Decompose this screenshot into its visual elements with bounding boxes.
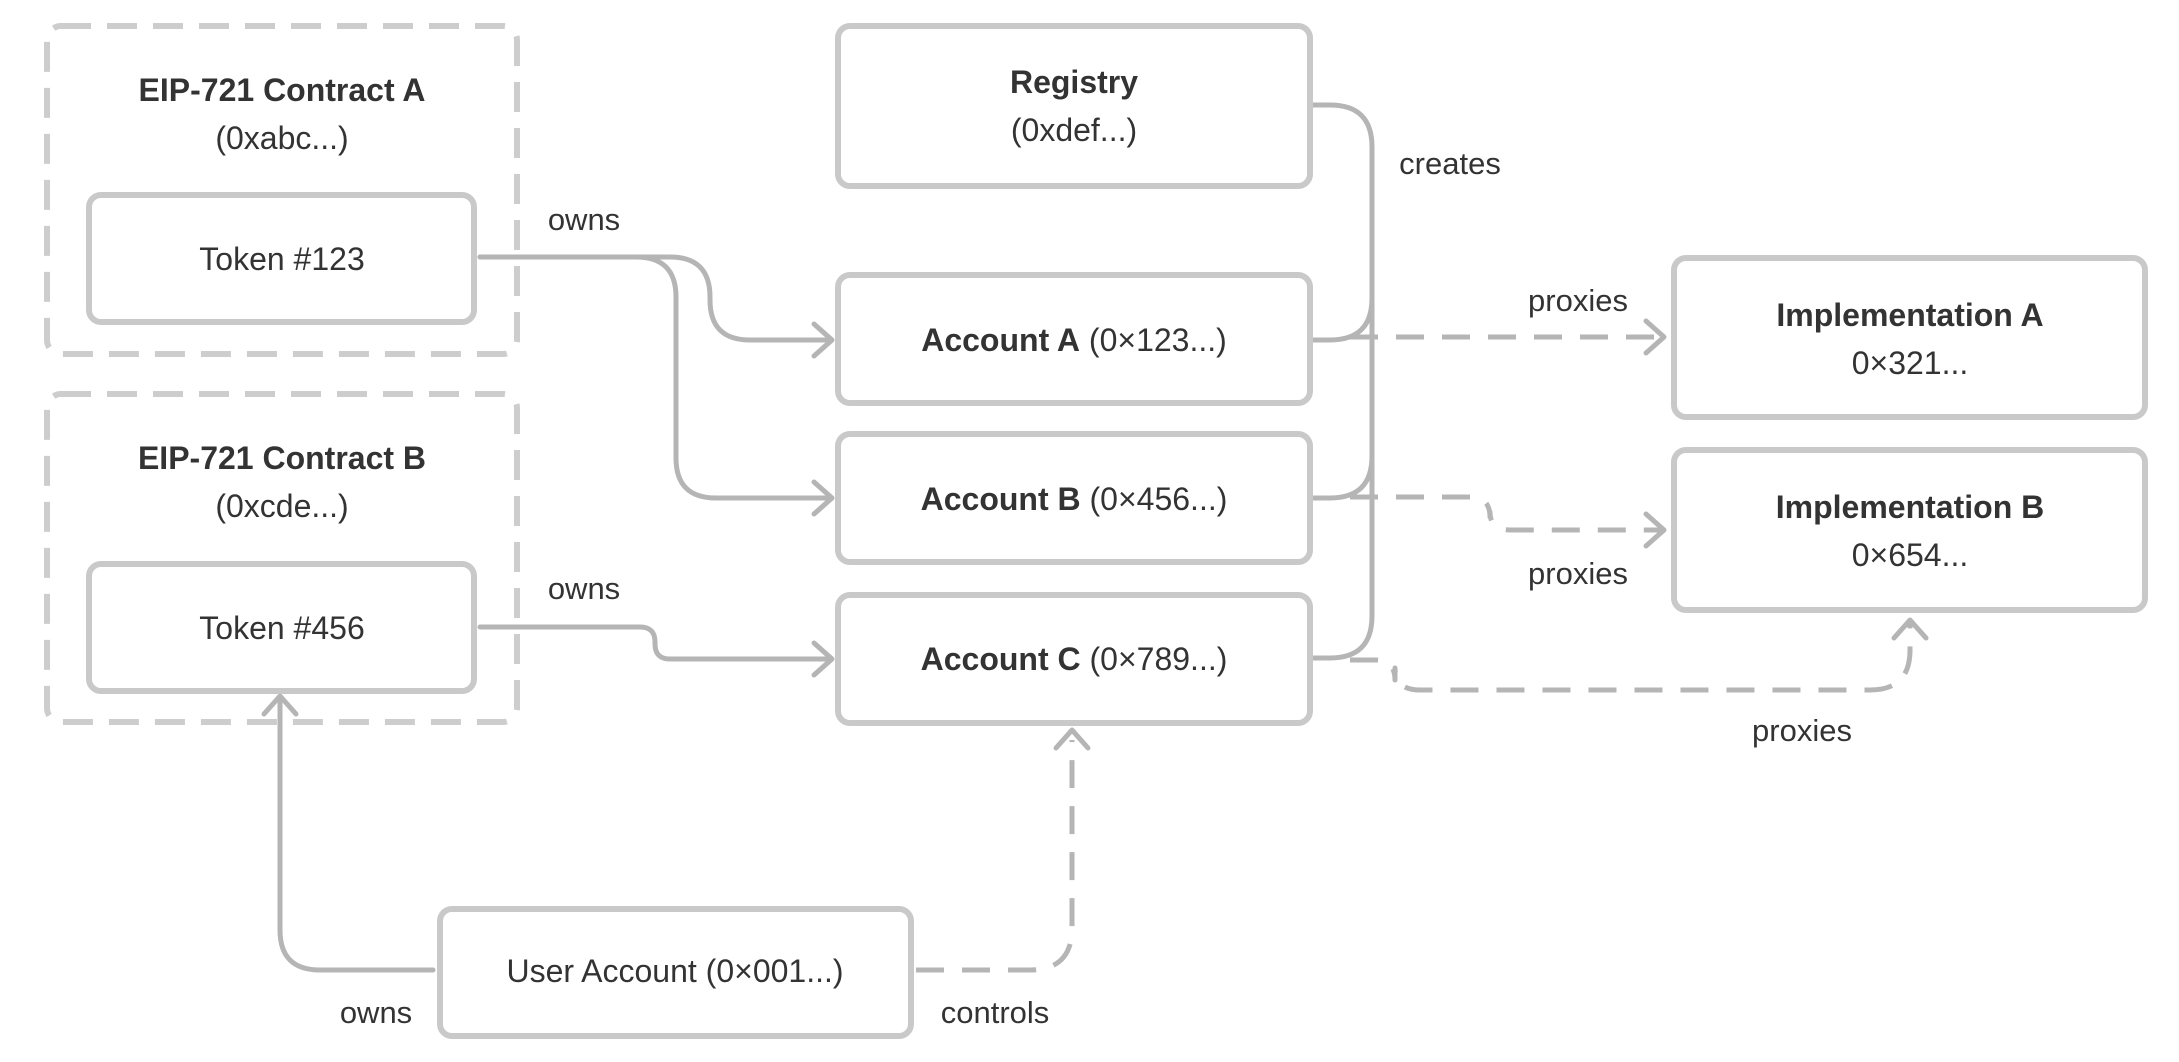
arrowhead-impl-a [1643,318,1667,356]
account-c-node[interactable]: Account C (0×789...) [835,592,1313,726]
token-456-node[interactable]: Token #456 [86,561,477,694]
arrowhead-account-c [811,640,835,678]
account-b-title: Account B [921,481,1081,517]
arrowhead-account-c-bottom [1053,727,1091,751]
account-b-text: Account B (0×456...) [921,481,1228,517]
implementation-a-node[interactable]: Implementation A 0×321... [1671,255,2148,420]
label-token123-owns: owns [548,202,620,237]
account-c-text: Account C (0×789...) [921,641,1228,677]
arrowhead-account-a [811,321,835,359]
token-123-node[interactable]: Token #123 [86,192,477,325]
account-a-text: Account A (0×123...) [921,322,1227,358]
arrowhead-token456 [261,693,299,717]
implementation-b-title: Implementation B [1776,489,2044,525]
label-token456-owns: owns [548,571,620,606]
edge-registry-creates-b [1308,453,1375,501]
account-c-title: Account C [921,641,1081,677]
contract-b-title: EIP-721 Contract B [138,440,426,476]
implementation-a-address: 0×321... [1852,345,1969,381]
account-c-address: (0×789...) [1090,641,1228,677]
label-account-b-proxies: proxies [1528,556,1628,591]
account-b-address: (0×456...) [1090,481,1228,517]
edge-user-account-c [916,740,1075,973]
user-account-node[interactable]: User Account (0×001...) [437,906,914,1039]
edge-account-c-impl-b [1350,624,1913,693]
implementation-a-title: Implementation A [1776,297,2043,333]
token-456-label: Token #456 [199,610,364,646]
label-account-a-proxies: proxies [1528,283,1628,318]
edge-registry-creates-a [1308,295,1375,343]
account-b-node[interactable]: Account B (0×456...) [835,431,1313,565]
registry-title: Registry [1010,64,1138,100]
implementation-b-address: 0×654... [1852,537,1969,573]
registry-address: (0xdef...) [1011,112,1137,148]
contract-b-group [44,391,520,725]
account-a-title: Account A [921,322,1080,358]
edge-registry-creates [1308,102,1375,661]
implementation-b-node[interactable]: Implementation B 0×654... [1671,447,2148,613]
label-user-controls: controls [941,995,1050,1030]
account-a-node[interactable]: Account A (0×123...) [835,272,1313,406]
edge-token123-account-a [477,254,831,343]
arrowhead-impl-b-bottom [1891,617,1929,641]
edge-token123-account-b [477,254,831,501]
registry-node[interactable]: Registry (0xdef...) [835,23,1313,189]
label-account-c-proxies: proxies [1752,713,1852,748]
arrowhead-impl-b [1643,511,1667,549]
contract-a-address: (0xabc...) [215,120,348,156]
edge-user-token456 [277,697,436,973]
edge-account-b-impl-b [1350,494,1660,533]
user-account-label: User Account (0×001...) [506,953,843,989]
arrowhead-account-b [811,479,835,517]
edge-token456-account-c [477,624,831,662]
label-registry-creates: creates [1399,146,1501,181]
token-123-label: Token #123 [199,241,364,277]
contract-b-address: (0xcde...) [215,488,348,524]
contract-a-group [44,23,520,357]
account-a-address: (0×123...) [1089,322,1227,358]
contract-a-title: EIP-721 Contract A [139,72,426,108]
label-user-owns: owns [340,995,412,1030]
